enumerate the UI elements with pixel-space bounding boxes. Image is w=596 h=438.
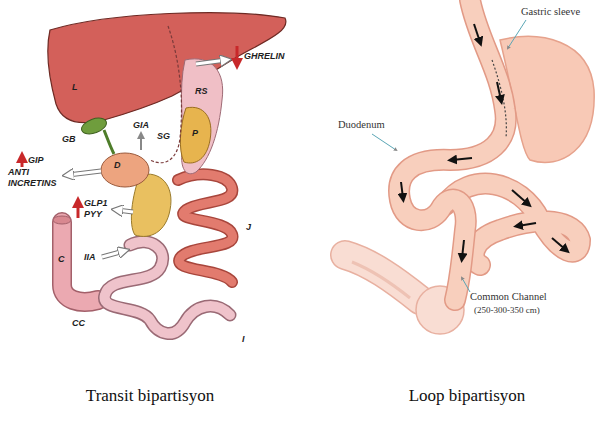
flow-arrow: [401, 182, 403, 198]
increase-arrow: [21, 157, 24, 167]
jejunum: [178, 174, 233, 282]
anastomosis-arrow-outline: [102, 251, 124, 257]
hormone-arrow-outline: [117, 210, 133, 212]
sleeve-outline: [399, 0, 506, 300]
organ-label: IIA: [84, 252, 96, 263]
callout-label: Gastric sleeve: [521, 6, 580, 18]
panel-caption: Loop bipartisyon: [409, 386, 526, 406]
duodenum: [101, 153, 149, 187]
leader-line: [372, 134, 396, 150]
hormone-arrow: [68, 171, 101, 175]
leader-line: [462, 278, 470, 292]
jejunum-outline: [178, 174, 233, 282]
hormone-label: GLP1: [84, 198, 108, 209]
flow-arrow: [452, 158, 472, 160]
organ-label: GIA: [133, 120, 149, 131]
staple-line: [492, 60, 506, 138]
hormone-arrow-outline: [196, 60, 226, 64]
colon-outline: [345, 255, 420, 300]
anastomosis-arrow: [102, 251, 124, 257]
colon: [345, 255, 420, 300]
increase-arrow: [77, 202, 80, 218]
sleeve-outline: [150, 26, 182, 163]
organ-label: I: [242, 334, 245, 345]
flow-arrow: [497, 82, 501, 100]
ileum: [105, 242, 230, 334]
anastomosis-arrow: [140, 135, 142, 150]
hormone-arrow-outline: [68, 171, 101, 175]
hormone-label: GHRELIN: [244, 51, 285, 62]
organ-label: SG: [157, 131, 170, 142]
organ-label: GB: [62, 134, 76, 145]
organ-label: RS: [195, 86, 208, 97]
flow-arrow: [474, 24, 480, 42]
organ-label: L: [72, 82, 78, 93]
hormone-label: PYY: [84, 209, 102, 220]
ileum-outline: [105, 242, 230, 334]
organ-label: P: [192, 128, 198, 139]
flow-arrow: [518, 223, 536, 226]
organ-label: D: [114, 160, 121, 171]
colon-fold: [352, 262, 410, 298]
bile-duct: [104, 130, 114, 154]
leader-line: [508, 20, 526, 48]
colon-outline: [62, 222, 98, 302]
dimension-label: (250-300-350 cm): [474, 305, 540, 316]
organ-label: C: [58, 254, 65, 265]
callout-label: Duodenum: [338, 119, 385, 131]
panel-caption: Transit bipartisyon: [86, 386, 214, 406]
hormone-arrow: [117, 210, 133, 212]
pancreas: [180, 107, 210, 163]
callout-label: Common Channel: [470, 291, 547, 303]
left-anatomy: [22, 13, 286, 334]
hormone-label: GIP: [28, 155, 44, 166]
organ-label: J: [246, 222, 251, 233]
flow-arrow: [512, 190, 528, 204]
decrease-arrow: [236, 46, 239, 64]
liver: [48, 13, 286, 123]
sleeve-duodenum: [399, 0, 506, 300]
hormone-label: ANTI INCRETINS: [8, 167, 62, 189]
organ-label: CC: [72, 318, 85, 329]
colon-end: [53, 216, 71, 224]
flow-arrow: [462, 240, 464, 258]
colon: [62, 222, 98, 302]
right-anatomy: [345, 0, 594, 334]
flow-arrow: [552, 238, 566, 250]
hormone-arrow: [196, 60, 226, 64]
